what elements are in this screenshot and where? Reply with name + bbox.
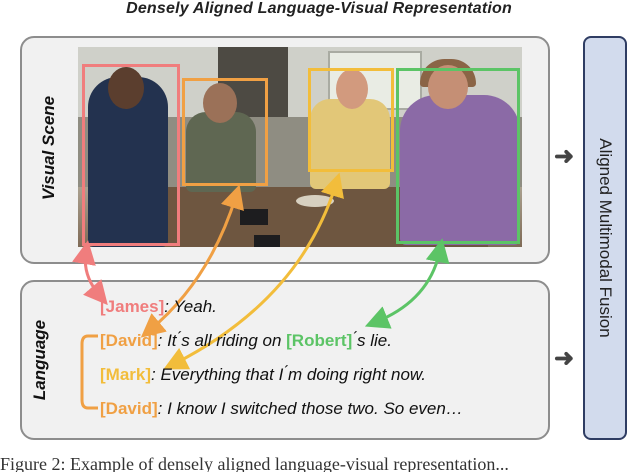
fusion-label: Aligned Multimodal Fusion	[594, 58, 616, 418]
speaker-james: [James]	[100, 297, 164, 316]
speaker-david: [David]	[100, 331, 158, 350]
arrow-language-to-fusion: ➜	[554, 344, 574, 373]
arrow-visual-to-fusion: ➜	[554, 142, 574, 171]
arrow-james	[85, 252, 100, 296]
speaker-mark: [Mark]	[100, 365, 151, 384]
speaker-david-2: [David]	[100, 399, 158, 418]
mention-robert: [Robert]	[286, 331, 352, 350]
utterance-2: [David]: It ́s all riding on [Robert] ́s…	[100, 331, 392, 351]
arrow-robert	[376, 250, 440, 322]
utterance-4: [David]: I know I switched those two. So…	[100, 399, 463, 419]
utterance-3: [Mark]: Everything that I ́m doing right…	[100, 365, 426, 385]
bracket-david	[82, 336, 98, 408]
utterance-1: [James]: Yeah.	[100, 297, 217, 317]
figure-caption: Figure 2: Example of densely aligned lan…	[0, 454, 638, 472]
